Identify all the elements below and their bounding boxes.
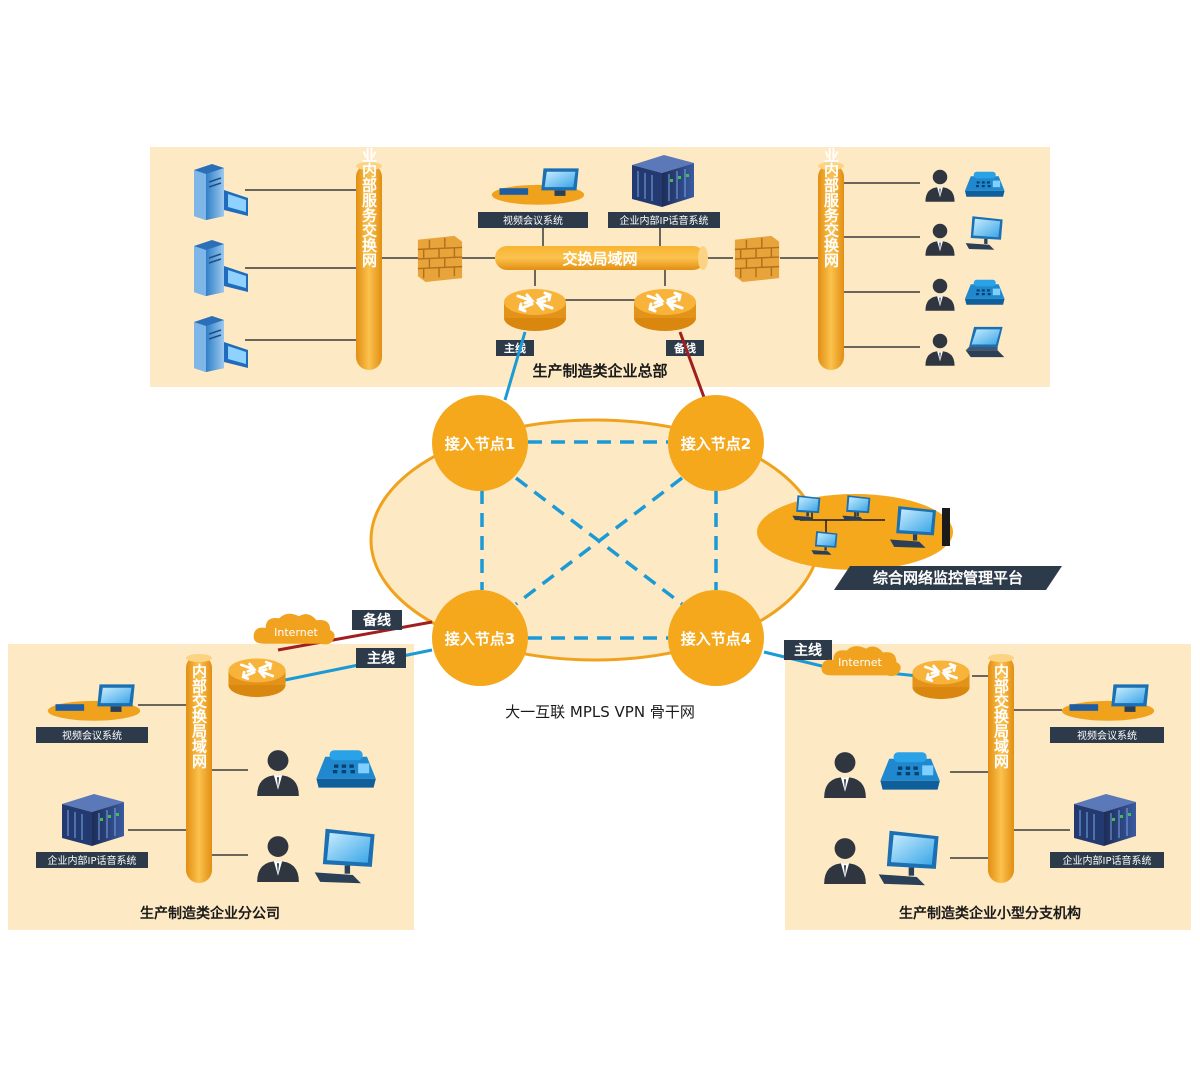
hq-left-bus: 企业内部服务交换网: [356, 132, 382, 370]
hq-lan-label: 交换局域网: [562, 250, 637, 268]
access-node-2-label: 接入节点2: [681, 435, 751, 453]
branch-ip-voice-label: 企业内部IP话音系统: [48, 854, 137, 867]
small-video-conf-tag: [1050, 727, 1164, 743]
access-node-4-label: 接入节点4: [681, 630, 751, 648]
branch-backup-tag: [352, 610, 402, 630]
access-node-4: 接入节点4: [668, 590, 764, 686]
hq-left-bus-label: 企业内部服务交换网: [360, 132, 378, 269]
firewall-icon: [417, 235, 463, 282]
small-ip-voice-tag: [1050, 852, 1164, 868]
small-video-conf-label: 视频会议系统: [1077, 729, 1137, 742]
small-bus: [988, 655, 1014, 883]
hq-lan: 交换局域网: [495, 228, 708, 270]
small-main-label: 主线: [794, 642, 822, 659]
access-node-2: 接入节点2: [668, 395, 764, 491]
small-internet-label: Internet: [838, 656, 882, 669]
hq-main-line-tag: [496, 340, 534, 356]
branch-panel: Internet 备线 主线 内部交换局域网 视频会议系统 企业内部IP话音系统…: [8, 610, 433, 930]
hq-right-users: [844, 169, 1005, 366]
small-main-tag: [784, 640, 832, 660]
branch-video-conf-label: 视频会议系统: [62, 729, 122, 742]
hq-panel: 企业内部服务交换网 企业内部服务交换网: [150, 132, 1050, 387]
branch-backup-label: 备线: [362, 612, 391, 629]
ip-voice-rack-icon: [61, 793, 125, 847]
mesh-links: [480, 440, 718, 640]
branch-bus: [186, 655, 212, 883]
ip-voice-rack-icon: [1073, 793, 1137, 847]
router-icon: [632, 287, 698, 332]
branch-title: 生产制造类企业分公司: [140, 905, 280, 922]
branch-video-conf-tag: [36, 727, 148, 743]
hq-title: 生产制造类企业总部: [532, 362, 667, 380]
small-branch-panel: 主线 Internet 内部交换局域网 视频会议系统 企业内部IP话音系统 生产…: [763, 640, 1191, 930]
monitor-platform: 综合网络监控管理平台: [757, 494, 1062, 590]
backbone-label: 大一互联 MPLS VPN 骨干网: [505, 703, 695, 721]
hq-right-bus-label: 企业内部服务交换网: [822, 132, 840, 269]
hq-right-bus: 企业内部服务交换网: [818, 132, 844, 370]
router-icon: [502, 287, 568, 332]
router-icon: [227, 657, 287, 698]
hq-ip-voice-label: 企业内部IP话音系统: [620, 214, 709, 227]
access-node-1-label: 接入节点1: [445, 435, 515, 453]
branch-bus-label: 内部交换局域网: [190, 663, 208, 770]
access-node-1: 接入节点1: [432, 395, 528, 491]
small-branch-title: 生产制造类企业小型分支机构: [899, 905, 1081, 922]
branch-internet-label: Internet: [274, 626, 318, 639]
hq-video-conf-tag: [478, 212, 588, 228]
router-icon: [911, 659, 971, 700]
access-node-3: 接入节点3: [432, 590, 528, 686]
hq-video-conf-label: 视频会议系统: [503, 214, 563, 227]
branch-main-tag: [356, 648, 406, 668]
small-bus-label: 内部交换局域网: [992, 663, 1010, 770]
access-node-3-label: 接入节点3: [445, 630, 515, 648]
monitor-platform-tag: [834, 566, 1062, 590]
branch-ip-voice-tag: [36, 852, 148, 868]
small-ip-voice-label: 企业内部IP话音系统: [1063, 854, 1152, 867]
ip-voice-rack-icon: [631, 154, 695, 208]
hq-ip-voice-tag: [608, 212, 720, 228]
branch-main-label: 主线: [367, 650, 395, 667]
backbone: 接入节点1 接入节点2 接入节点3 接入节点4 大一互联 MPLS VPN 骨干…: [369, 331, 1062, 721]
firewall-icon: [734, 235, 780, 282]
monitor-platform-label: 综合网络监控管理平台: [873, 569, 1023, 587]
hq-left-servers: [193, 163, 360, 372]
